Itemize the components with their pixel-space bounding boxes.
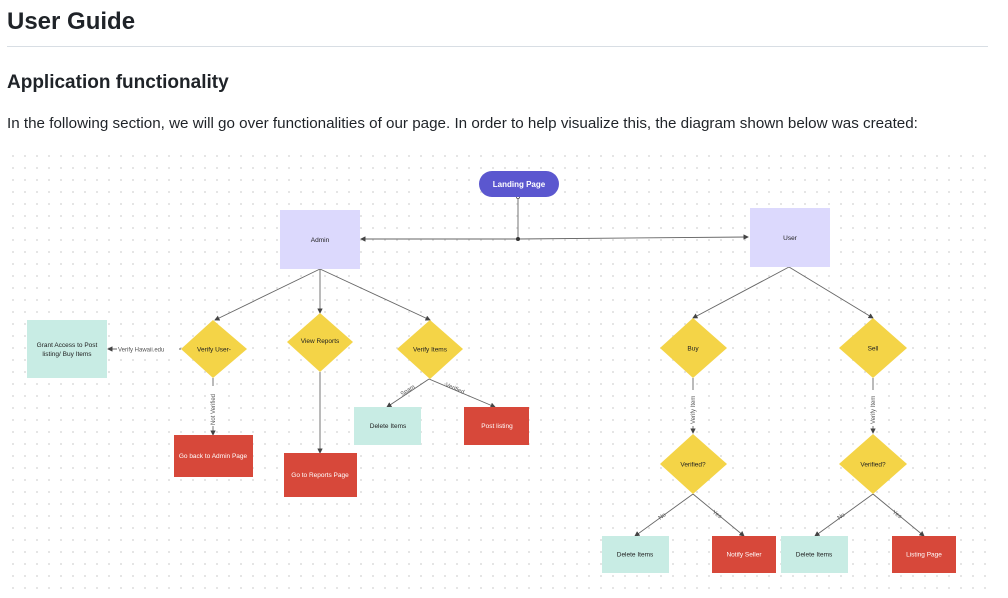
edge-user-sell xyxy=(788,266,874,319)
flowchart-svg: Verify Hawaii.edu Not Verified Spam Veri… xyxy=(27,171,956,573)
label-not-verified: Not Verified xyxy=(211,394,217,425)
label-no-sell: No xyxy=(837,512,847,522)
label-verified: Verified xyxy=(444,382,465,396)
post-listing-label: Post listing xyxy=(481,423,513,430)
verified-sell-node[interactable]: Verified? xyxy=(839,434,907,494)
edge-verified-buy-yes xyxy=(692,493,745,537)
admin-label: Admin xyxy=(311,237,330,244)
landing-page-label: Landing Page xyxy=(493,180,546,189)
label-verify-item-sell: Verify Item xyxy=(871,396,877,424)
flowchart-canvas: Verify Hawaii.edu Not Verified Spam Veri… xyxy=(7,150,990,596)
delete-items-sell-label: Delete Items xyxy=(796,552,833,559)
sell-node[interactable]: Sell xyxy=(839,318,907,378)
edge-verify-items-post xyxy=(428,378,496,408)
label-no-buy: No xyxy=(658,512,668,522)
grant-access-line1: Grant Access to Post xyxy=(37,342,98,349)
label-verify-item-buy: Verify Item xyxy=(691,396,697,424)
grant-access-line2: listing/ Buy Items xyxy=(42,351,92,358)
intro-paragraph: In the following section, we will go ove… xyxy=(7,115,918,132)
edge-verify-items-delete xyxy=(386,378,430,408)
edge-verified-sell-yes xyxy=(872,493,925,537)
listing-page-node[interactable]: Listing Page xyxy=(892,536,956,573)
grant-access-node[interactable]: Grant Access to Post listing/ Buy Items xyxy=(27,320,107,378)
label-spam: Spam xyxy=(400,384,416,397)
section-heading: Application functionality xyxy=(7,72,229,93)
verified-buy-node[interactable]: Verified? xyxy=(660,434,727,494)
edge-verified-buy-no xyxy=(634,493,694,537)
verify-user-label: Verify User- xyxy=(197,347,231,354)
page-title: User Guide xyxy=(7,8,136,35)
go-admin-node[interactable]: Go back to Admin Page xyxy=(174,435,253,477)
delete-items-admin-label: Delete Items xyxy=(370,423,407,430)
edge-to-user xyxy=(517,234,749,240)
delete-items-buy-label: Delete Items xyxy=(617,552,654,559)
buy-label: Buy xyxy=(687,346,699,353)
go-reports-node[interactable]: Go to Reports Page xyxy=(284,453,357,497)
notify-seller-label: Notify Seller xyxy=(726,552,762,559)
delete-items-buy-node[interactable]: Delete Items xyxy=(602,536,669,573)
verify-items-node[interactable]: Verify Items xyxy=(397,320,463,379)
user-label: User xyxy=(783,235,798,242)
delete-items-admin-node[interactable]: Delete Items xyxy=(354,407,421,445)
sell-label: Sell xyxy=(868,346,879,353)
title-divider xyxy=(7,46,988,47)
label-yes-buy: Yes xyxy=(711,510,722,521)
verified-sell-label: Verified? xyxy=(860,462,886,469)
post-listing-node[interactable]: Post listing xyxy=(464,407,529,445)
view-reports-node[interactable]: View Reports xyxy=(287,313,353,372)
landing-page-node[interactable]: Landing Page xyxy=(479,171,559,197)
verified-buy-label: Verified? xyxy=(680,462,706,469)
label-verify-hawaii: Verify Hawaii.edu xyxy=(118,348,164,354)
admin-node[interactable]: Admin xyxy=(280,210,360,269)
edge-verified-sell-no xyxy=(814,493,874,537)
delete-items-sell-node[interactable]: Delete Items xyxy=(781,536,848,573)
listing-page-label: Listing Page xyxy=(906,552,942,559)
label-yes-sell: Yes xyxy=(891,510,902,521)
edge-admin-verify-user xyxy=(214,268,321,321)
go-reports-label: Go to Reports Page xyxy=(291,472,349,479)
verify-items-label: Verify Items xyxy=(413,347,448,354)
junction-dot xyxy=(516,237,520,241)
go-admin-label: Go back to Admin Page xyxy=(179,453,248,460)
verify-user-node[interactable]: Verify User- xyxy=(181,320,247,378)
edge-admin-verify-items xyxy=(319,268,431,321)
user-node[interactable]: User xyxy=(750,208,830,267)
view-reports-label: View Reports xyxy=(301,338,340,345)
notify-seller-node[interactable]: Notify Seller xyxy=(712,536,776,573)
edge-user-buy xyxy=(692,266,790,319)
buy-node[interactable]: Buy xyxy=(660,318,727,378)
